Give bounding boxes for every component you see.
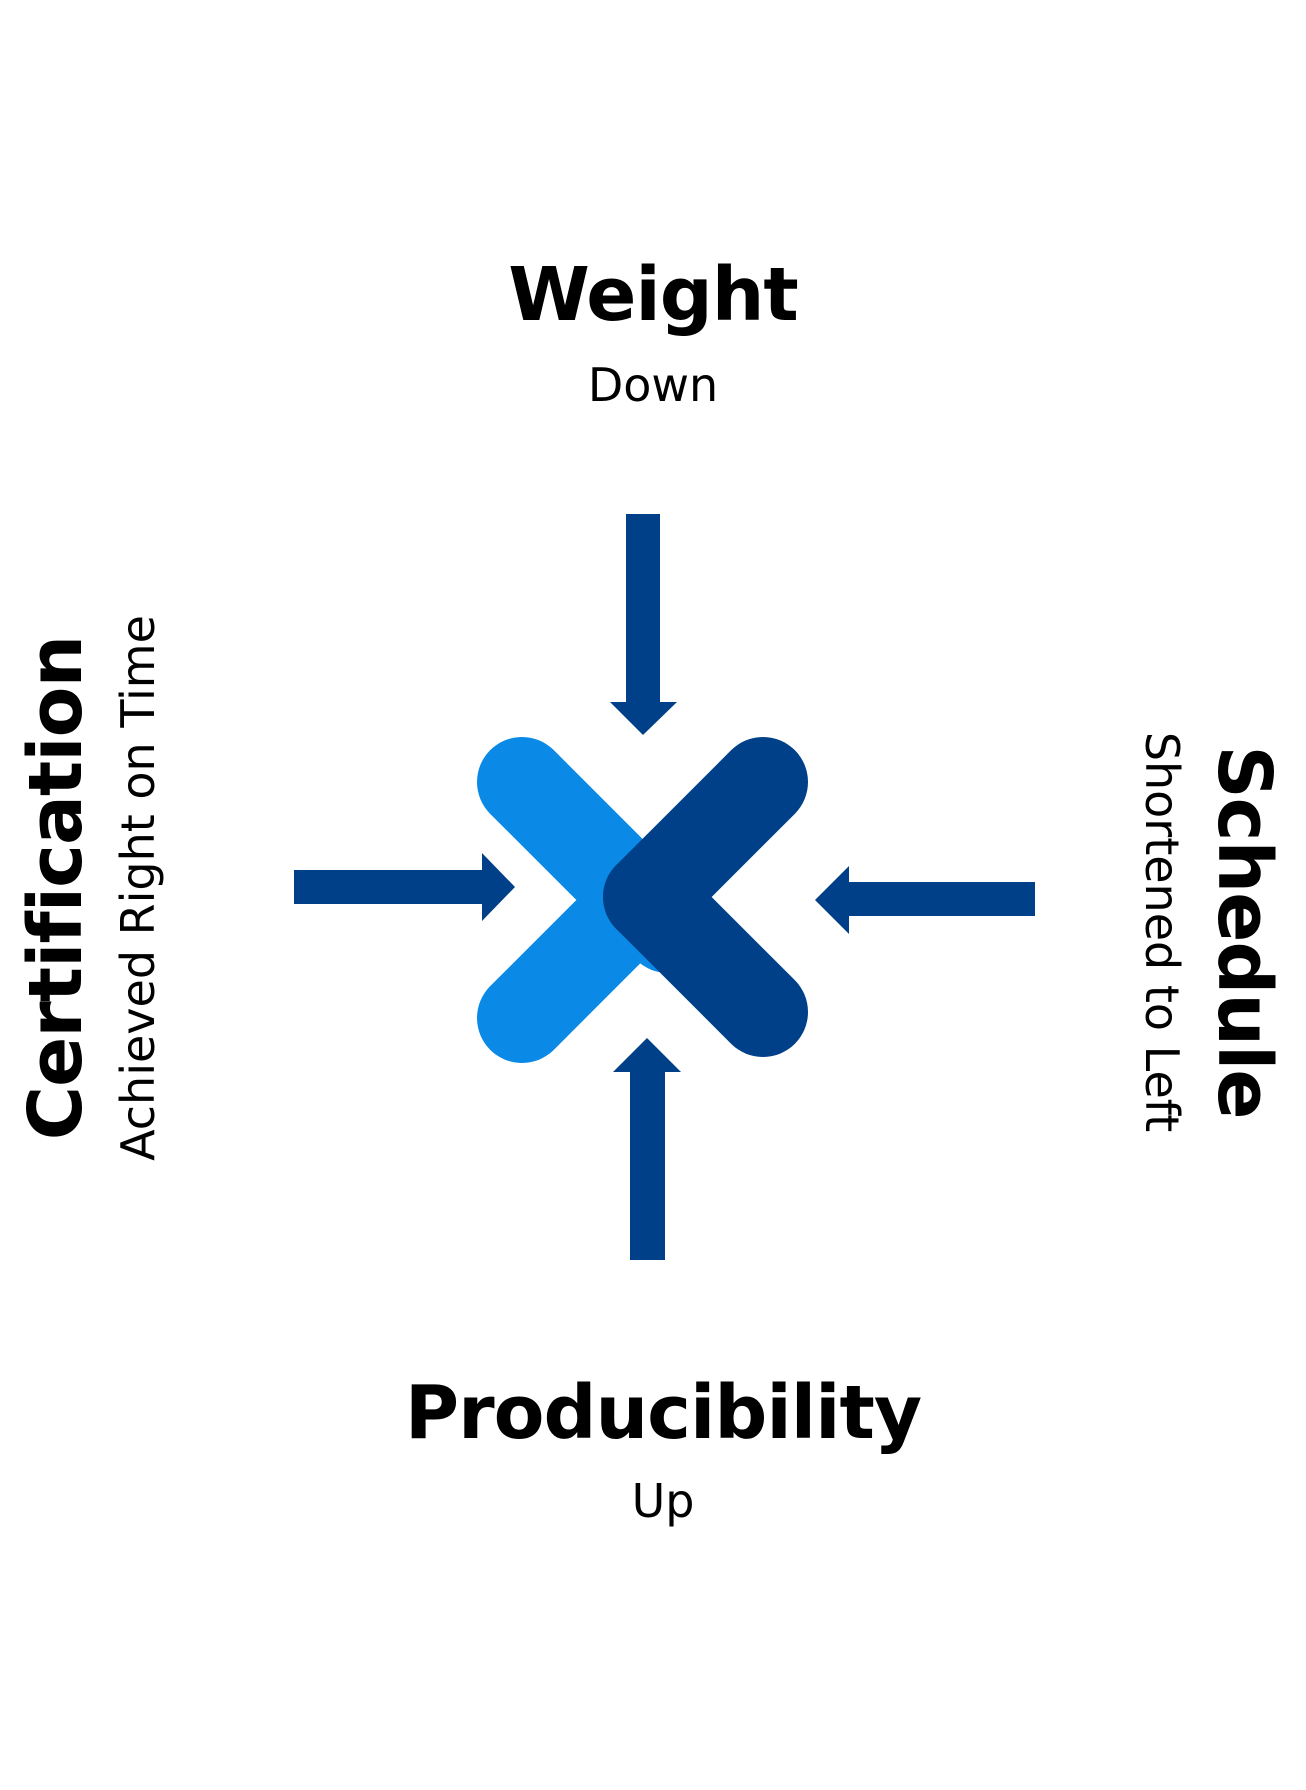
x-logo-icon (477, 737, 808, 1063)
arrow-left-icon (815, 866, 1035, 934)
arrow-right-icon (294, 853, 515, 921)
arrow-down-icon (610, 514, 677, 735)
bottom-label-group: Producibility Up (383, 1376, 943, 1524)
weight-subtitle: Down (587, 358, 719, 412)
producibility-subtitle: Up (631, 1474, 695, 1528)
weight-title: Weight (508, 252, 799, 338)
arrow-up-icon (613, 1038, 681, 1260)
top-label-group: Weight Down (453, 258, 853, 408)
producibility-title: Producibility (404, 1370, 922, 1456)
